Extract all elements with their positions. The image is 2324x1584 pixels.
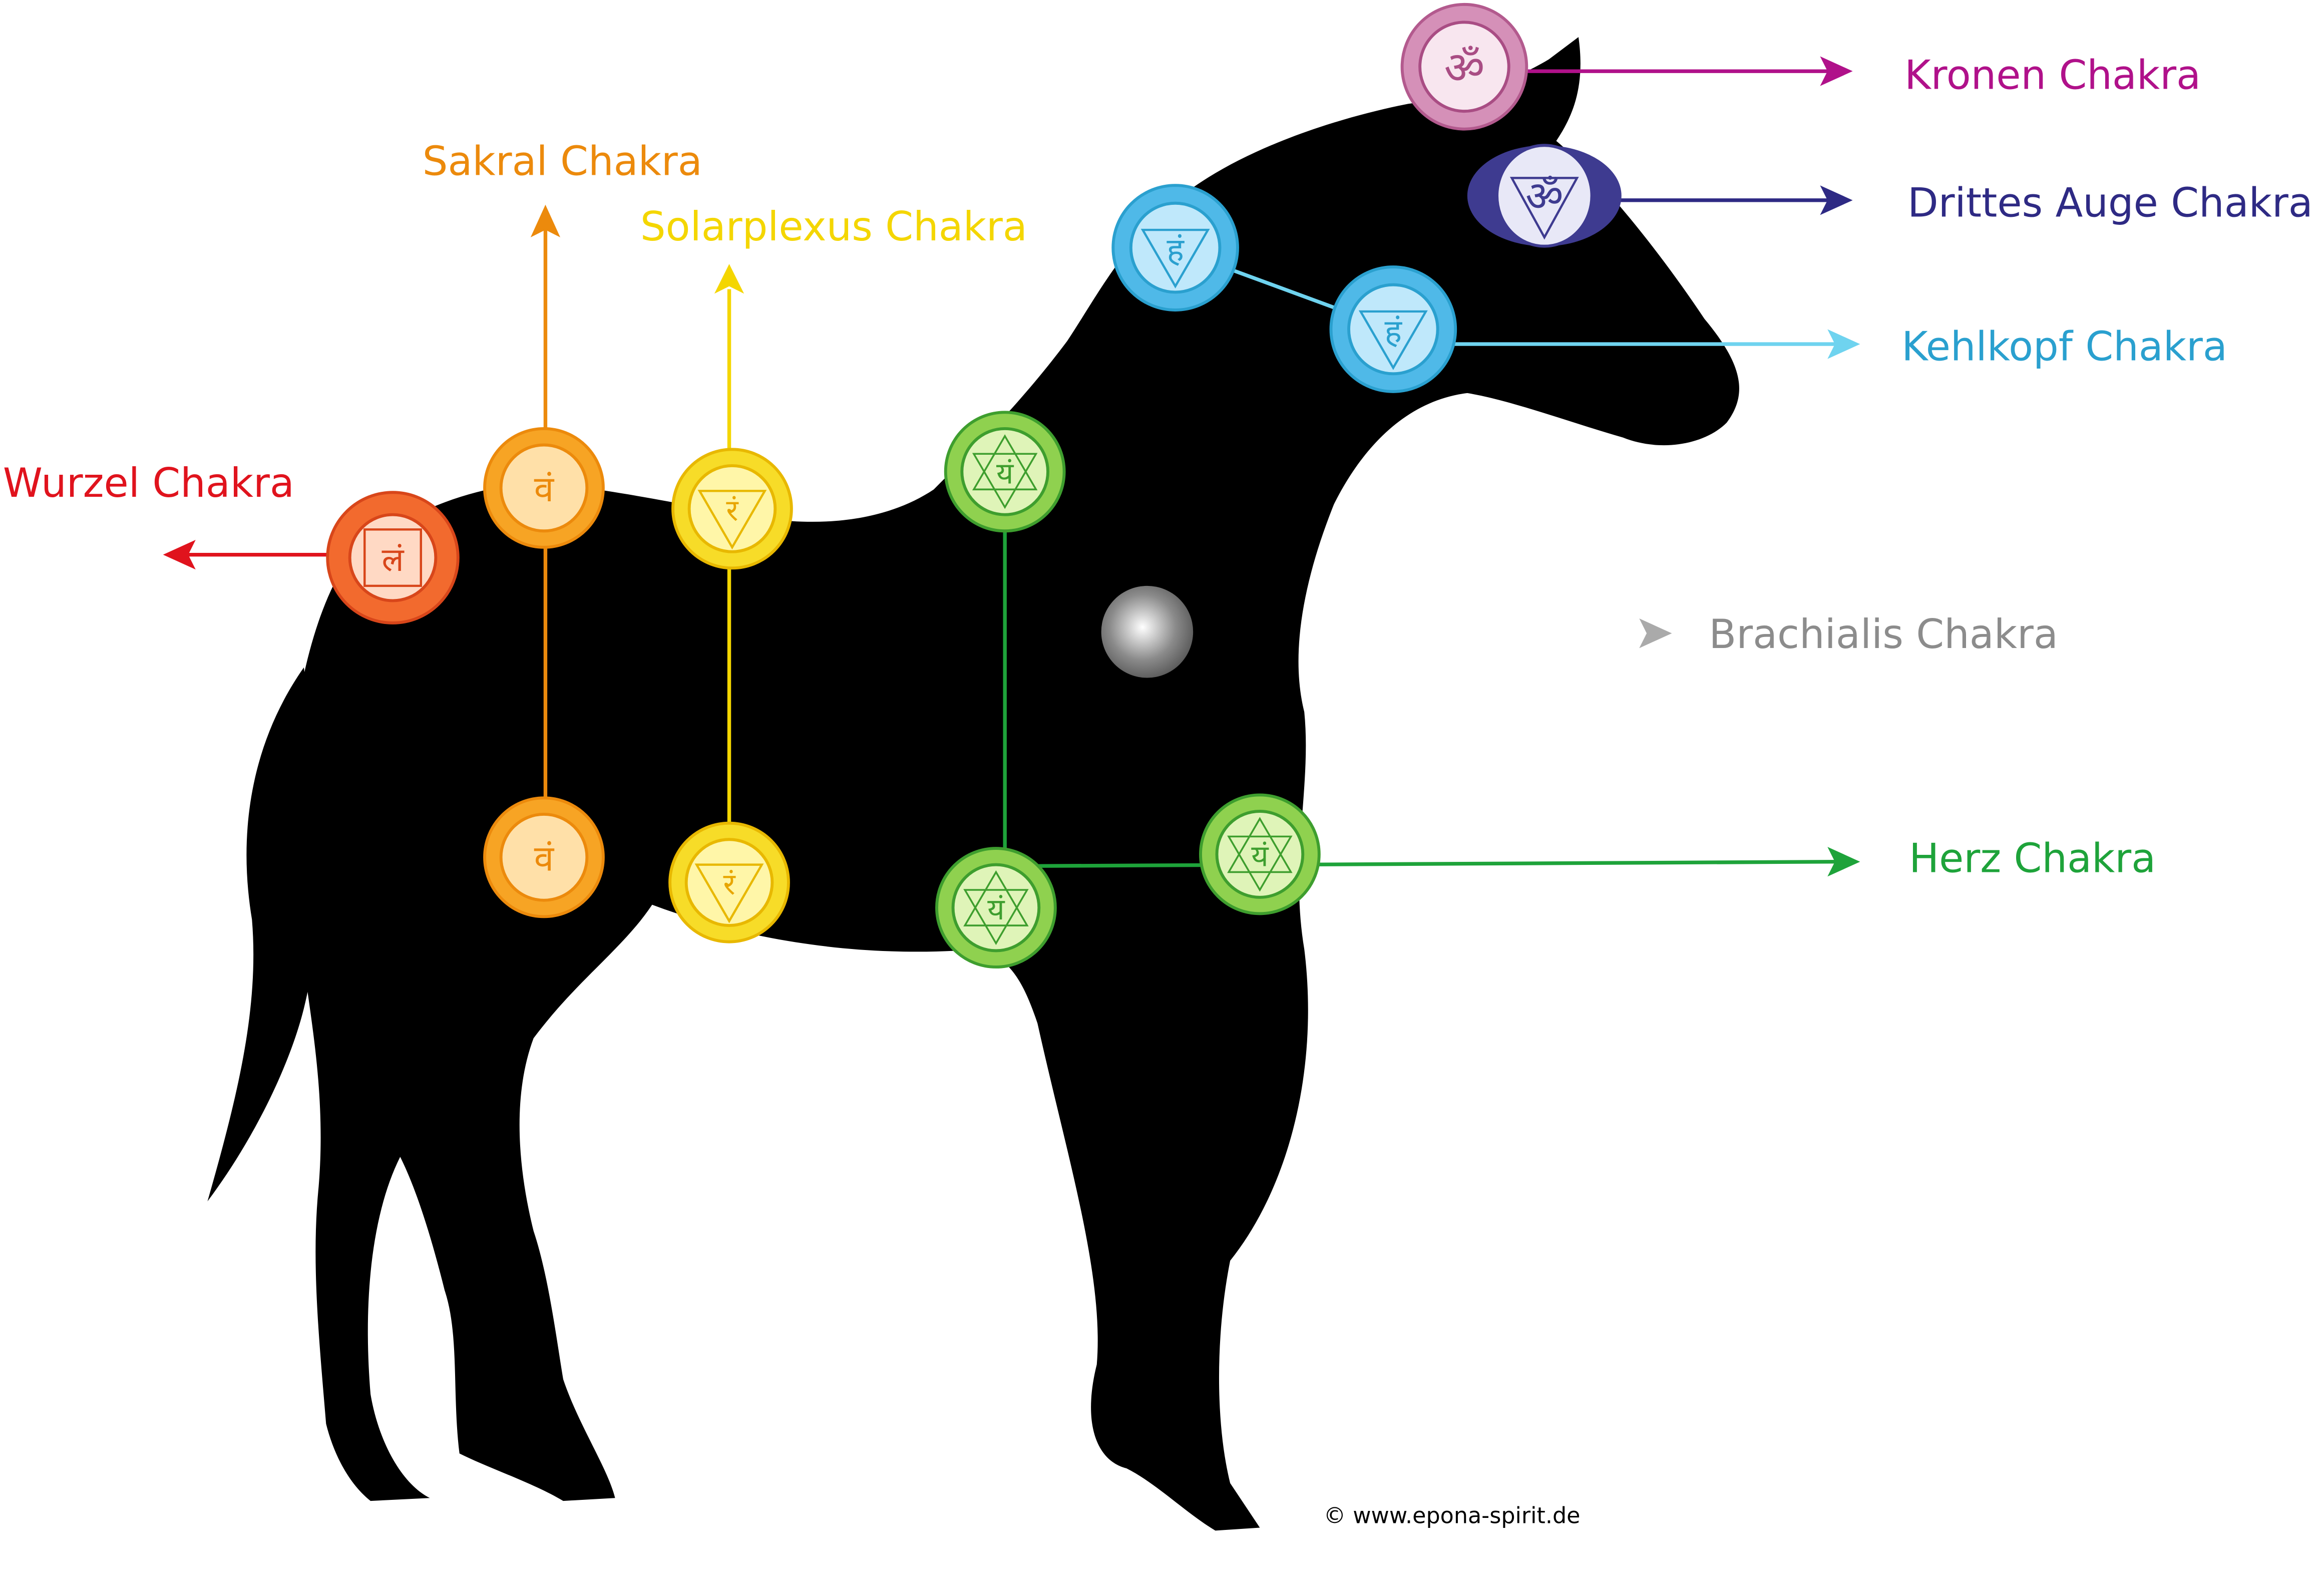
kehlkopf-label: Kehlkopf Chakra xyxy=(1901,324,2227,370)
horse-silhouette xyxy=(207,37,1739,1531)
drittes-auge-label: Drittes Auge Chakra xyxy=(1907,179,2313,226)
herz-lower-symbol: यं xyxy=(987,892,1005,926)
chakra-solarplexus-lower-icon[interactable]: रं xyxy=(668,821,790,943)
solarplexus-upper-symbol: रं xyxy=(726,493,739,528)
sakral-label: Sakral Chakra xyxy=(423,138,702,184)
chakra-drittes-auge-icon[interactable]: ॐ xyxy=(1467,144,1622,248)
brachialis-label: Brachialis Chakra xyxy=(1709,611,2058,658)
arrowheads xyxy=(163,56,1860,877)
chakra-brachialis-icon[interactable] xyxy=(1101,585,1194,678)
kronen-arrow-icon xyxy=(1820,56,1853,86)
chakra-wurzel-icon[interactable]: लं xyxy=(326,491,460,624)
sakral-lower-symbol: वं xyxy=(534,837,555,879)
herz-horizontal-line xyxy=(1005,859,1838,868)
herz-arrow-icon xyxy=(1827,847,1860,877)
kronen-symbol: ॐ xyxy=(1444,42,1484,94)
chakra-kehlkopf-icon[interactable]: हं xyxy=(1329,265,1457,393)
kehlkopf-upper-symbol: हं xyxy=(1167,231,1185,269)
wurzel-arrow-icon xyxy=(163,540,196,570)
herz-symbol: यं xyxy=(1251,839,1269,873)
chakra-kehlkopf-upper-icon[interactable]: हं xyxy=(1111,184,1239,311)
copyright-text: © www.epona-spirit.de xyxy=(1324,1503,1581,1529)
kehlkopf-arrow-icon xyxy=(1827,329,1860,359)
drittes-auge-arrow-icon xyxy=(1820,185,1853,215)
solarplexus-lower-symbol: रं xyxy=(723,867,736,901)
chakra-herz-upper-icon[interactable]: यं xyxy=(944,411,1066,533)
chakra-herz-icon[interactable]: यं xyxy=(1199,793,1321,915)
chakra-sakral-lower-icon[interactable]: वं xyxy=(483,796,605,918)
brachialis-arrow-icon xyxy=(1639,618,1672,649)
herz-label: Herz Chakra xyxy=(1909,835,2156,881)
wurzel-symbol: लं xyxy=(381,541,405,579)
wurzel-label: Wurzel Chakra xyxy=(3,460,294,506)
chakra-herz-lower-icon[interactable]: यं xyxy=(935,847,1057,969)
kronen-label: Kronen Chakra xyxy=(1904,52,2201,99)
chakra-kronen-icon[interactable]: ॐ xyxy=(1400,3,1528,131)
drittes-auge-symbol: ॐ xyxy=(1525,172,1564,221)
solarplexus-arrow-icon xyxy=(714,264,744,294)
chakra-sakral-upper-icon[interactable]: वं xyxy=(483,427,605,549)
chakra-solarplexus-upper-icon[interactable]: रं xyxy=(671,448,793,570)
solarplexus-label: Solarplexus Chakra xyxy=(640,203,1027,250)
sakral-upper-symbol: वं xyxy=(534,468,555,510)
sakral-arrow-icon xyxy=(530,204,561,237)
kehlkopf-symbol: हं xyxy=(1385,313,1403,351)
herz-upper-symbol: यं xyxy=(996,456,1014,490)
